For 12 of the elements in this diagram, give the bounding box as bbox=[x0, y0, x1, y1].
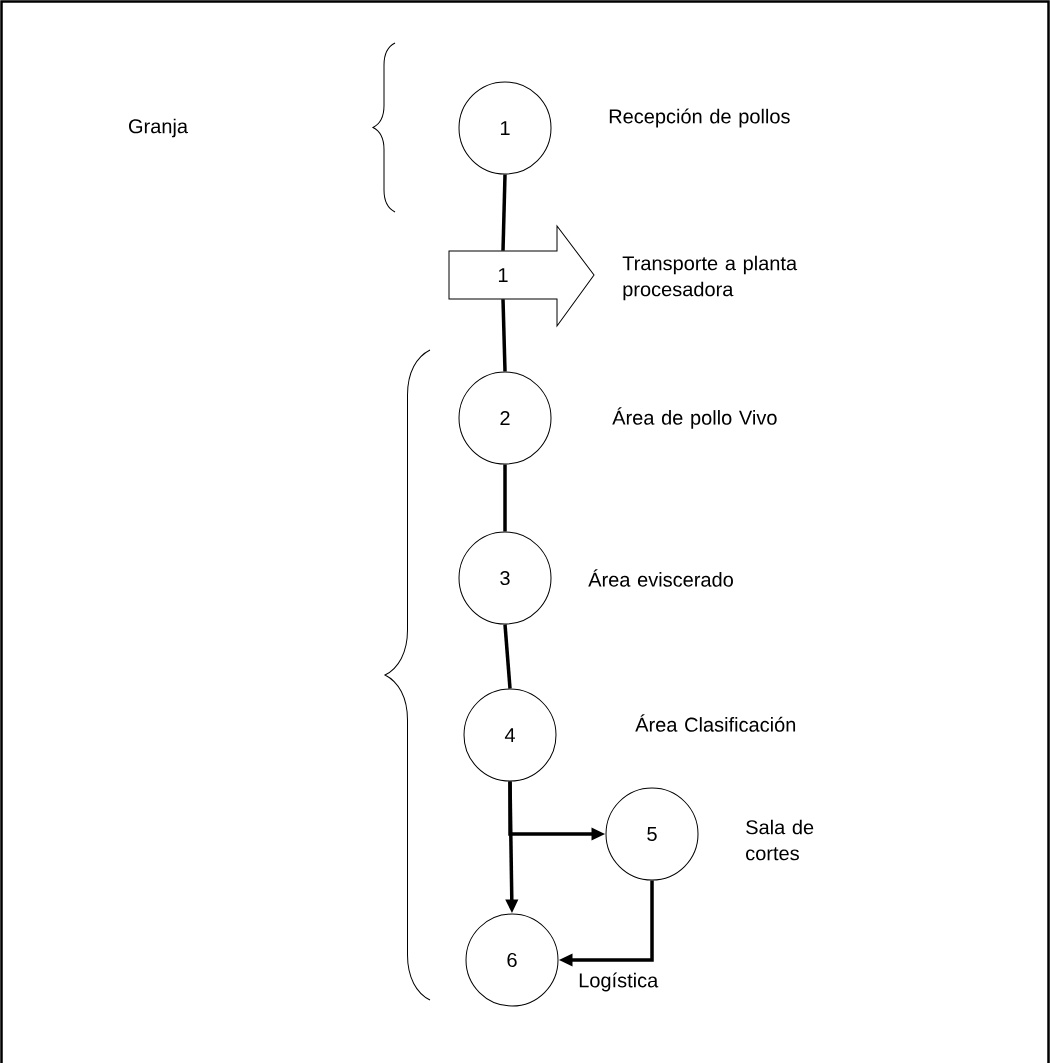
connector bbox=[501, 174, 507, 251]
connector bbox=[501, 299, 507, 372]
step-label: Recepción de pollos bbox=[609, 108, 790, 128]
step-label: Área Clasificación bbox=[635, 714, 796, 732]
step-label: Área de pollo Vivo bbox=[612, 407, 777, 429]
step-label: Logística bbox=[579, 972, 659, 992]
step-label: Área eviscerado bbox=[588, 569, 733, 587]
connector bbox=[503, 464, 507, 532]
step-label: Transporte a planta procesadora bbox=[622, 255, 798, 301]
connector bbox=[503, 624, 512, 689]
side-label: Granja bbox=[129, 118, 188, 138]
step-label: Sala de cortes bbox=[746, 819, 814, 861]
